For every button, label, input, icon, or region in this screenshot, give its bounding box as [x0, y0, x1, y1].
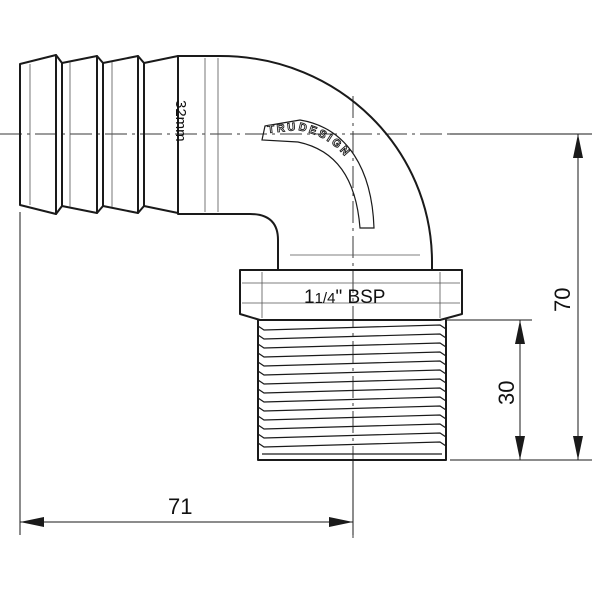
- male-thread: [257, 319, 447, 461]
- thread-crest: [257, 387, 447, 394]
- thread-crest: [257, 396, 447, 403]
- dimension-thread: 30: [446, 319, 532, 460]
- elbow-body: [177, 55, 433, 271]
- thread-crest: [257, 342, 447, 349]
- thread-crest: [257, 333, 447, 340]
- hose-tail: [19, 54, 179, 215]
- thread-size-label: 11/4" BSP: [304, 287, 385, 308]
- thread-crest: [257, 432, 447, 439]
- thread-crest: [257, 369, 447, 376]
- hex-nut: [239, 269, 463, 321]
- dimension-thread-value: 30: [494, 381, 519, 405]
- thread-crest: [257, 441, 447, 448]
- hose-size-label: 32mm: [172, 100, 189, 142]
- thread-crest: [257, 360, 447, 367]
- thread-crest: [257, 378, 447, 385]
- thread-crest: [257, 324, 447, 331]
- thread-crest: [257, 414, 447, 421]
- thread-crest: [257, 423, 447, 430]
- dimension-height: 70: [450, 133, 592, 461]
- thread-crest: [257, 405, 447, 412]
- dimension-width-value: 71: [168, 494, 192, 519]
- dimension-height-value: 70: [550, 288, 575, 312]
- logo-channel: [261, 119, 375, 229]
- thread-crest: [257, 351, 447, 358]
- dimension-width: 71: [19, 212, 354, 535]
